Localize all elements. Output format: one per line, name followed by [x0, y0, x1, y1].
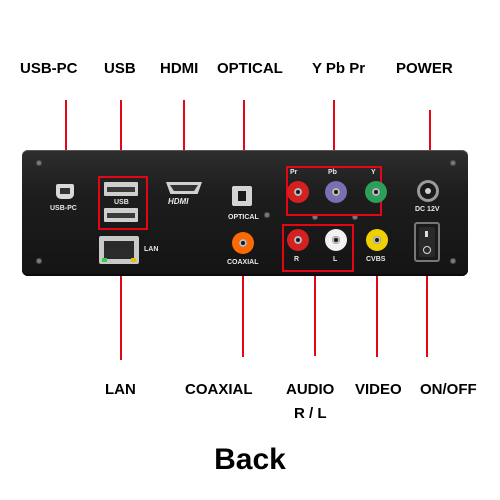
callout-line-onoff [426, 262, 428, 357]
label-power: POWER [396, 60, 453, 77]
callout-line-lan [120, 265, 122, 360]
label-onoff: ON/OFF [420, 381, 477, 398]
screw-icon [36, 160, 42, 166]
label-ypbpr: Y Pb Pr [312, 60, 366, 77]
panel-label-pr: Pr [290, 169, 298, 176]
label-video: VIDEO [355, 381, 402, 398]
label-coaxial: COAXIAL [185, 381, 253, 398]
label-optical: OPTICAL [217, 60, 283, 77]
callout-line-hdmi [183, 100, 185, 182]
screw-icon [264, 212, 270, 218]
screw-icon [450, 258, 456, 264]
panel-label-y: Y [371, 169, 376, 176]
panel-label-optical: OPTICAL [228, 214, 259, 221]
pr-port-icon [287, 181, 309, 203]
label-usb-pc: USB-PC [20, 60, 78, 77]
audio-right-port-icon [287, 229, 309, 251]
usb-b-port-icon [56, 184, 74, 199]
panel-label-dc: DC 12V [415, 206, 440, 213]
panel-label-usb-pc: USB-PC [50, 205, 77, 212]
optical-port-icon [232, 186, 252, 206]
screw-icon [450, 160, 456, 166]
audio-left-port-icon [325, 229, 347, 251]
panel-label-cvbs: CVBS [366, 256, 386, 263]
device-back-panel [22, 150, 468, 276]
label-hdmi: HDMI [160, 60, 199, 77]
callout-line-ypbpr [333, 100, 335, 168]
callout-line-optical [243, 100, 245, 190]
callout-line-usb-pc [65, 100, 67, 185]
diagram-title: Back [214, 443, 286, 476]
usb-port-2-icon [104, 208, 138, 222]
panel-label-r: R [294, 256, 300, 263]
callout-line-usb [120, 100, 122, 177]
label-lan: LAN [105, 381, 136, 398]
panel-label-hdmi: HDMI [168, 197, 189, 206]
screw-icon [36, 258, 42, 264]
usb-port-1-icon [104, 182, 138, 196]
pb-port-icon [325, 181, 347, 203]
callout-line-video [376, 262, 378, 357]
panel-label-l: L [333, 256, 338, 263]
dc-jack-icon [417, 180, 439, 202]
audio-highlight-box [282, 224, 354, 272]
panel-label-pb: Pb [328, 169, 337, 176]
screw-icon [312, 214, 318, 220]
hdmi-slot [170, 185, 198, 191]
panel-label-lan: LAN [144, 246, 159, 253]
coaxial-port-icon [232, 232, 254, 254]
callout-line-audio [314, 268, 316, 356]
cvbs-port-icon [366, 229, 388, 251]
callout-line-coaxial [242, 262, 244, 357]
lan-port-icon [99, 236, 139, 264]
callout-line-power [429, 110, 431, 180]
screw-icon [352, 214, 358, 220]
panel-label-coaxial: COAXIAL [227, 259, 259, 266]
label-audio: AUDIO [286, 381, 335, 398]
label-audio-rl: R / L [294, 405, 327, 422]
y-port-icon [365, 181, 387, 203]
power-switch[interactable] [414, 222, 440, 262]
label-usb: USB [104, 60, 136, 77]
usb-highlight-box [98, 176, 148, 230]
panel-label-usb: USB [114, 199, 129, 206]
